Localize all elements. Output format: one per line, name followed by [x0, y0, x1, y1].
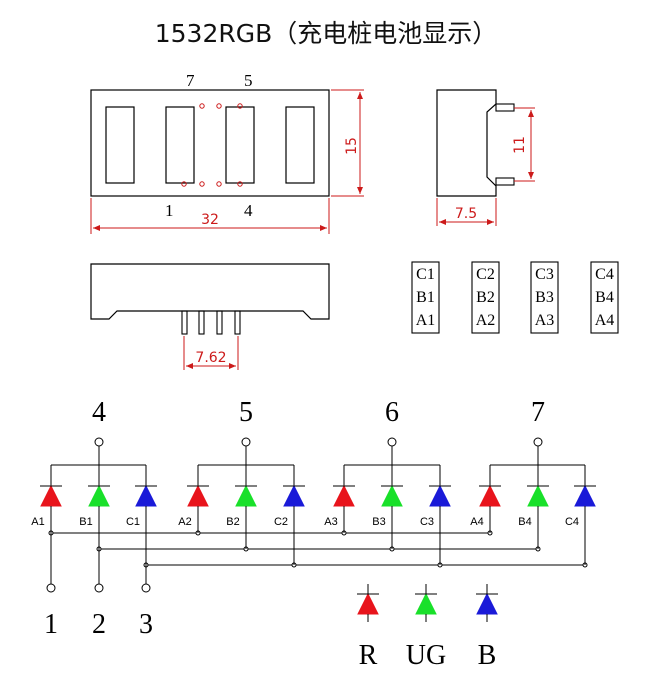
- led-label: A3: [324, 516, 337, 528]
- legend-item: B: [476, 584, 498, 671]
- led-diode: [381, 484, 403, 507]
- segment-box: [471, 261, 500, 334]
- pin-label-4: 4: [244, 201, 253, 220]
- segment-box: [411, 261, 440, 334]
- digit-window-2: [165, 106, 195, 184]
- legend-label: R: [359, 640, 378, 671]
- led-diode: [527, 484, 549, 507]
- pin-terminal: [94, 583, 104, 593]
- side-view-outline: [436, 89, 497, 197]
- side-height-dimension-label: 11: [512, 136, 528, 154]
- side-pin-top: [495, 103, 515, 112]
- width-dimension-label: 32: [201, 212, 219, 228]
- pin-label-1: 1: [165, 201, 174, 220]
- bottom-pins: [181, 310, 241, 335]
- led-schematic: 4A1 B1 C1 5A2 B2 C2 6A3 B3 C3 7A4 B4 C4 1 2 3R UG B: [31, 397, 596, 671]
- led-label: C2: [274, 516, 288, 528]
- common-pin-terminal: [387, 437, 397, 447]
- pin-label-7: 7: [186, 71, 195, 90]
- led-diode: [574, 484, 596, 507]
- side-view: 11 7.5: [436, 89, 535, 226]
- common-group: 5A2 B2 C2: [178, 397, 305, 528]
- pin-terminal: [46, 583, 56, 593]
- led-label: C3: [420, 516, 434, 528]
- common-pin-number: 4: [92, 397, 106, 428]
- led-diode: [429, 484, 451, 507]
- digit-window-3: [225, 106, 255, 184]
- led-label: B1: [79, 516, 92, 528]
- led-diode: [88, 484, 110, 507]
- legend-item: R: [357, 584, 379, 671]
- common-pin-terminal: [533, 437, 543, 447]
- front-view-outline: [90, 89, 330, 197]
- led-diode: [333, 484, 355, 507]
- common-group: 6A3 B3 C3: [324, 397, 451, 528]
- legend-item: UG: [406, 584, 446, 671]
- led-label: A2: [178, 516, 191, 528]
- bottom-pin-number: 3: [139, 609, 153, 640]
- diagram-title: 1532RGB（充电桩电池显示）: [154, 19, 498, 48]
- led-diode: [479, 484, 501, 507]
- common-pin-number: 5: [239, 397, 253, 428]
- bottom-pin-number: 2: [92, 609, 106, 640]
- led-diode: [135, 484, 157, 507]
- legend-diode: [415, 592, 437, 615]
- pin-terminal: [141, 583, 151, 593]
- common-pin-number: 6: [385, 397, 399, 428]
- led-label: B4: [518, 516, 531, 528]
- common-pin-number: 7: [531, 397, 545, 428]
- segment-label: C2: [476, 266, 495, 283]
- segment-label: B4: [595, 289, 614, 306]
- digit-window-1: [105, 106, 135, 184]
- legend-label: B: [478, 640, 497, 671]
- legend-diode: [476, 592, 498, 615]
- pin-label-5: 5: [244, 71, 253, 90]
- segment-label: A2: [476, 312, 496, 329]
- side-pin-bottom: [495, 177, 515, 186]
- led-diode: [235, 484, 257, 507]
- segment-label: B2: [476, 289, 495, 306]
- digit-window-4: [285, 106, 315, 184]
- height-dimension-label: 15: [344, 137, 360, 155]
- segment-label: C4: [595, 266, 614, 283]
- segment-label: C3: [535, 266, 554, 283]
- bottom-pin-number: 1: [44, 609, 58, 640]
- bottom-view: 7.62: [90, 263, 330, 370]
- pin-pitch-dimension-label: 7.62: [195, 350, 226, 366]
- common-pin-terminal: [241, 437, 251, 447]
- bottom-view-outline: [90, 263, 330, 320]
- led-label: C4: [565, 516, 579, 528]
- led-label: B3: [372, 516, 385, 528]
- led-label: A1: [31, 516, 44, 528]
- common-pin-terminal: [94, 437, 104, 447]
- legend-label: UG: [406, 640, 446, 671]
- common-group: 7A4 B4 C4: [470, 397, 596, 528]
- side-depth-dimension-label: 7.5: [455, 206, 477, 222]
- led-diode: [283, 484, 305, 507]
- segment-box: [530, 261, 559, 334]
- led-label: B2: [226, 516, 239, 528]
- segment-label: B1: [416, 289, 435, 306]
- front-view: 7 5 1 4 32 15: [90, 71, 364, 234]
- led-label: A4: [470, 516, 483, 528]
- led-diode: [187, 484, 209, 507]
- segment-label: A3: [535, 312, 555, 329]
- segment-box: [590, 261, 619, 334]
- segment-label: A4: [595, 312, 615, 329]
- common-group: 4A1 B1 C1: [31, 397, 157, 528]
- segment-label: A1: [416, 312, 436, 329]
- segment-label: C1: [416, 266, 435, 283]
- led-diode: [40, 484, 62, 507]
- segment-label: B3: [535, 289, 554, 306]
- led-label: C1: [126, 516, 140, 528]
- legend-diode: [357, 592, 379, 615]
- indicator-dots: [181, 103, 243, 187]
